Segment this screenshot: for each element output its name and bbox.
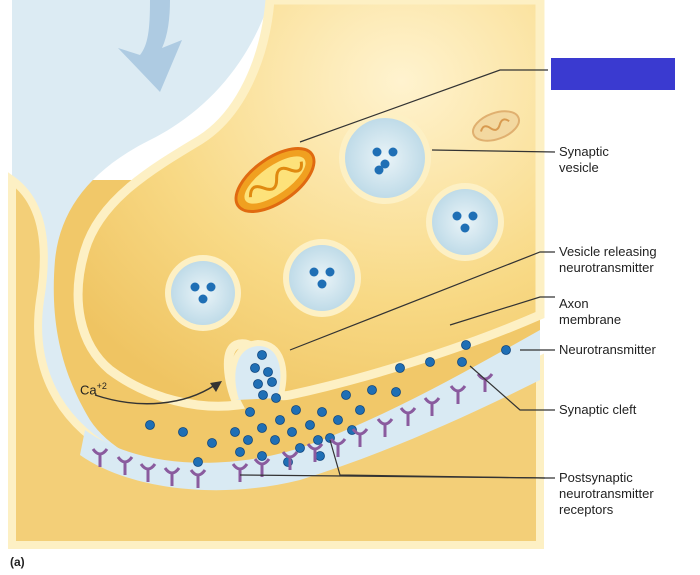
label-vesicle-releasing: Vesicle releasing neurotransmitter [559, 244, 657, 275]
label-synaptic-cleft: Synaptic cleft [559, 402, 637, 417]
neurotransmitter-molecule [243, 435, 253, 445]
receptor-icon [351, 428, 369, 447]
neurotransmitter-molecule [258, 390, 268, 400]
extracellular-space [12, 0, 540, 545]
receptor-icon [189, 469, 207, 488]
neurotransmitter-molecule [313, 435, 323, 445]
neurotransmitter-molecule [250, 363, 260, 373]
neurotransmitter-molecule [207, 438, 217, 448]
neurotransmitter-molecule [193, 457, 203, 467]
neurotransmitter-molecule [263, 367, 273, 377]
receptor-icon [399, 407, 417, 426]
calcium-arrow-head-icon [210, 381, 222, 392]
panel-label: (a) [10, 555, 25, 569]
neurotransmitter-molecule [501, 345, 511, 355]
neurotransmitter-molecule [178, 427, 188, 437]
calcium-text: Ca [80, 382, 97, 398]
label-calcium: Ca+2 [80, 378, 107, 398]
neurotransmitter-molecule [267, 377, 277, 387]
neurotransmitter-molecule [230, 427, 240, 437]
neurotransmitter-molecule [257, 423, 267, 433]
neurotransmitter-molecule [291, 405, 301, 415]
receptor-icon [139, 463, 157, 482]
neurotransmitter-molecule [425, 357, 435, 367]
calcium-charge: +2 [96, 381, 107, 391]
neurotransmitter-molecule [287, 427, 297, 437]
synaptic-vesicle-1 [426, 183, 504, 261]
neurotransmitter-molecule [145, 420, 155, 430]
receptor-icon [449, 385, 467, 404]
receptor-icon [91, 448, 109, 467]
neurotransmitter-molecule [257, 350, 267, 360]
label-synaptic-vesicle: Synaptic vesicle [559, 144, 609, 175]
calcium-arrow [94, 384, 216, 405]
neurotransmitter-molecule [270, 435, 280, 445]
receptor-icon [306, 443, 324, 462]
mitochondrion-icon [234, 147, 316, 213]
neurotransmitter-molecule [461, 340, 471, 350]
mitochondrion-small-icon [472, 110, 520, 142]
label-neurotransmitter: Neurotransmitter [559, 342, 656, 357]
receptor-icon [376, 418, 394, 437]
neurotransmitter-molecule [257, 451, 267, 461]
neurotransmitter-molecule [355, 405, 365, 415]
synaptic-vesicle-2 [283, 239, 361, 317]
receptor-icon [281, 451, 299, 470]
neurotransmitter-molecule [391, 387, 401, 397]
receptor-icon [163, 467, 181, 486]
hidden-label-box [551, 58, 675, 90]
neurotransmitter-molecule [395, 363, 405, 373]
receptor-icon [329, 438, 347, 457]
neurotransmitter-molecule [457, 357, 467, 367]
neurotransmitter-molecule [295, 443, 305, 453]
neurotransmitter-molecule [275, 415, 285, 425]
receptor-icon [231, 463, 249, 482]
neurotransmitter-molecule [245, 407, 255, 417]
impulse-arrow-icon [118, 0, 182, 92]
label-receptors: Postsynaptic neurotransmitter receptors [559, 470, 654, 517]
neurotransmitter-molecule [235, 447, 245, 457]
neurotransmitter-molecule [253, 379, 263, 389]
leader-lines [239, 69, 556, 479]
synaptic-vesicle-3 [165, 255, 241, 331]
receptor-icon [116, 456, 134, 475]
neurotransmitter-molecule [317, 407, 327, 417]
synaptic-vesicle-0 [339, 112, 431, 204]
neurotransmitter-molecule [367, 385, 377, 395]
neurotransmitter-molecule [341, 390, 351, 400]
neurotransmitter-molecule [305, 420, 315, 430]
neurotransmitter-molecule [315, 451, 325, 461]
receptor-icon [423, 397, 441, 416]
neurotransmitter-molecule [271, 393, 281, 403]
neurotransmitter-molecule [333, 415, 343, 425]
label-axon-membrane: Axon membrane [559, 296, 622, 327]
